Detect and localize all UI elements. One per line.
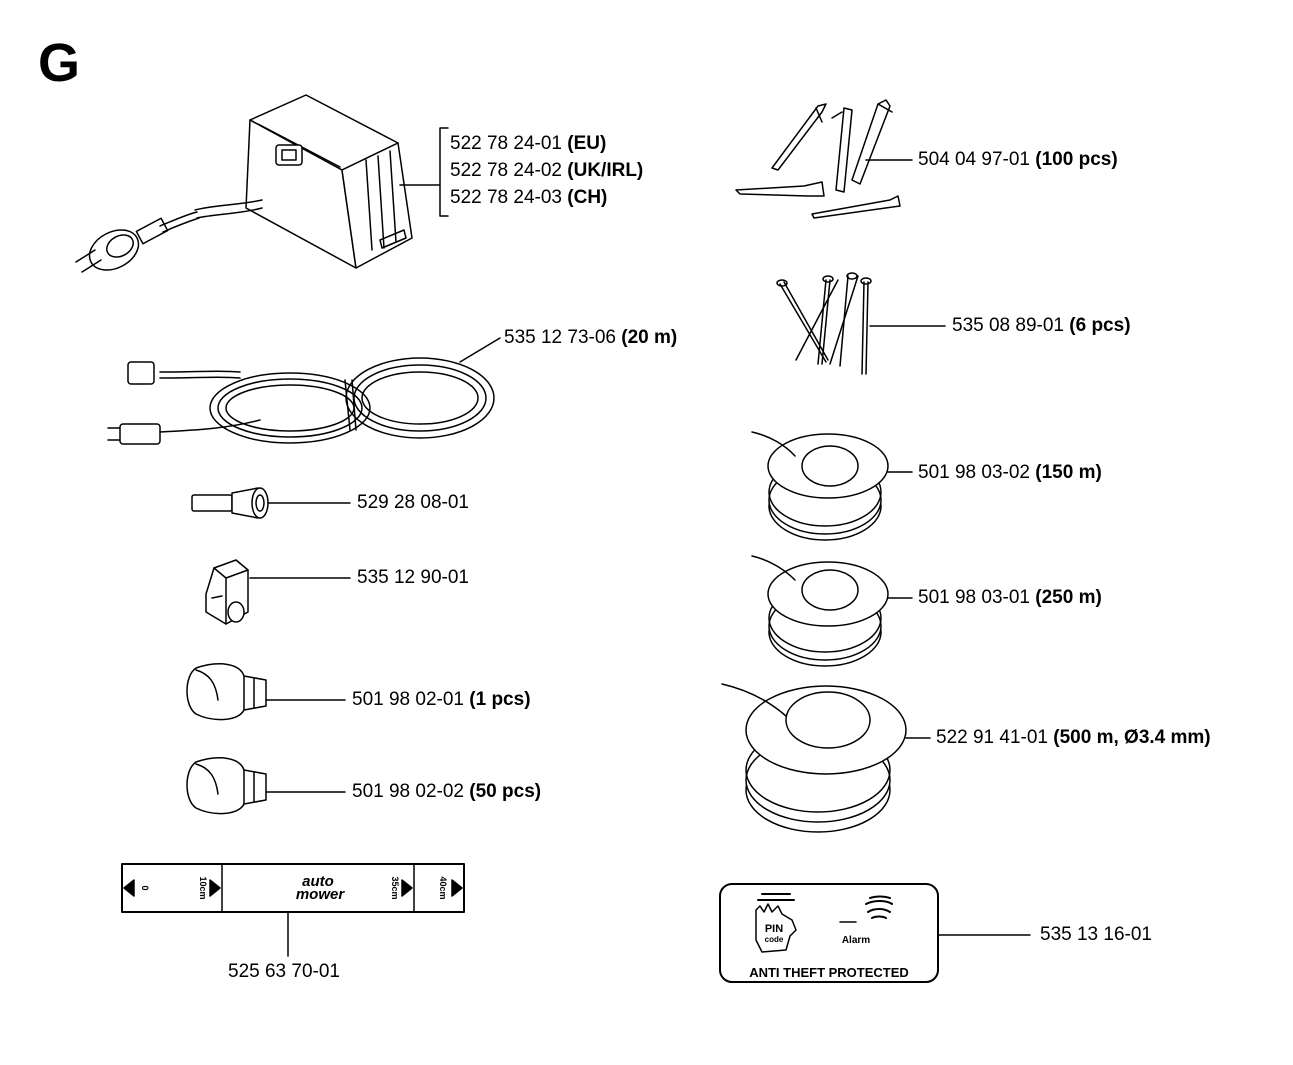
decal-caption: ANTI THEFT PROTECTED bbox=[749, 965, 909, 980]
connector-50-illustration bbox=[186, 757, 267, 815]
part-label-transformer-eu: 522 78 24-01 (EU) bbox=[450, 133, 606, 155]
cable-leader bbox=[459, 337, 501, 363]
cable-end-illustration bbox=[191, 487, 269, 519]
part-label-nails: 535 08 89-01 (6 pcs) bbox=[952, 315, 1131, 337]
ruler-text: auto mower 0 10cm 35cm 40cm bbox=[140, 873, 448, 903]
part-number: 504 04 97-01 bbox=[918, 149, 1030, 170]
decal-pin: PIN bbox=[765, 923, 783, 935]
part-label-connector-50: 501 98 02-02 (50 pcs) bbox=[352, 781, 541, 803]
ruler-illustration bbox=[121, 863, 465, 913]
part-label-decal: 535 13 16-01 bbox=[1040, 924, 1152, 946]
ruler-mark-10: 10cm bbox=[198, 876, 208, 899]
wire-500-illustration bbox=[721, 683, 907, 833]
part-label-wire-500: 522 91 41-01 (500 m, Ø3.4 mm) bbox=[936, 727, 1211, 749]
part-number: 501 98 03-01 bbox=[918, 587, 1030, 608]
part-number: 535 13 16-01 bbox=[1040, 924, 1152, 945]
part-qualifier: (UK/IRL) bbox=[567, 160, 644, 181]
part-qualifier: (100 pcs) bbox=[1035, 149, 1118, 170]
decal-illustration bbox=[719, 883, 939, 983]
part-qualifier: (CH) bbox=[567, 187, 608, 208]
part-number: 522 91 41-01 bbox=[936, 727, 1048, 748]
part-number: 522 78 24-03 bbox=[450, 187, 562, 208]
part-qualifier: (EU) bbox=[567, 133, 607, 154]
nails-illustration bbox=[776, 272, 872, 375]
part-number: 522 78 24-02 bbox=[450, 160, 562, 181]
part-label-wire-150: 501 98 03-02 (150 m) bbox=[918, 462, 1102, 484]
cable-illustration bbox=[107, 357, 495, 445]
decal-text: PIN code Alarm ANTI THEFT PROTECTED bbox=[749, 923, 909, 980]
part-qualifier: (250 m) bbox=[1035, 587, 1102, 608]
part-label-ruler: 525 63 70-01 bbox=[228, 961, 340, 983]
part-number: 535 12 90-01 bbox=[357, 567, 469, 588]
part-label-cable-end: 529 28 08-01 bbox=[357, 492, 469, 514]
ruler-mark-35: 35cm bbox=[390, 876, 400, 899]
section-letter: G bbox=[38, 33, 81, 93]
part-qualifier: (1 pcs) bbox=[469, 689, 531, 710]
wire-250-illustration bbox=[751, 555, 889, 667]
coupler-illustration bbox=[205, 559, 249, 625]
part-label-wire-250: 501 98 03-01 (250 m) bbox=[918, 587, 1102, 609]
part-label-coupler: 535 12 90-01 bbox=[357, 567, 469, 589]
part-number: 522 78 24-01 bbox=[450, 133, 562, 154]
part-number: 525 63 70-01 bbox=[228, 961, 340, 982]
wire-150-illustration bbox=[751, 431, 889, 541]
ruler-brand-line2: mower bbox=[296, 886, 346, 903]
part-number: 535 12 73-06 bbox=[504, 327, 616, 348]
part-label-connector-1: 501 98 02-01 (1 pcs) bbox=[352, 689, 531, 711]
part-label-transformer-uk: 522 78 24-02 (UK/IRL) bbox=[450, 160, 643, 182]
ruler-brand-line1: auto bbox=[302, 873, 334, 890]
decal-code: code bbox=[765, 935, 784, 944]
part-number: 535 08 89-01 bbox=[952, 315, 1064, 336]
ruler-mark-40: 40cm bbox=[438, 876, 448, 899]
transformer-illustration bbox=[75, 94, 413, 273]
part-qualifier: (6 pcs) bbox=[1069, 315, 1131, 336]
connector-1-illustration bbox=[186, 663, 267, 721]
ruler-mark-0: 0 bbox=[140, 885, 150, 890]
part-label-stakes: 504 04 97-01 (100 pcs) bbox=[918, 149, 1118, 171]
part-number: 501 98 03-02 bbox=[918, 462, 1030, 483]
part-label-cable: 535 12 73-06 (20 m) bbox=[504, 327, 677, 349]
transformer-bracket bbox=[399, 127, 449, 217]
part-number: 501 98 02-01 bbox=[352, 689, 464, 710]
part-qualifier: (500 m, Ø3.4 mm) bbox=[1053, 727, 1211, 748]
part-number: 501 98 02-02 bbox=[352, 781, 464, 802]
part-label-transformer-ch: 522 78 24-03 (CH) bbox=[450, 187, 607, 209]
stakes-illustration bbox=[735, 99, 901, 219]
part-qualifier: (150 m) bbox=[1035, 462, 1102, 483]
part-number: 529 28 08-01 bbox=[357, 492, 469, 513]
part-qualifier: (50 pcs) bbox=[469, 781, 542, 802]
part-qualifier: (20 m) bbox=[621, 327, 678, 348]
decal-alarm: Alarm bbox=[842, 935, 870, 946]
